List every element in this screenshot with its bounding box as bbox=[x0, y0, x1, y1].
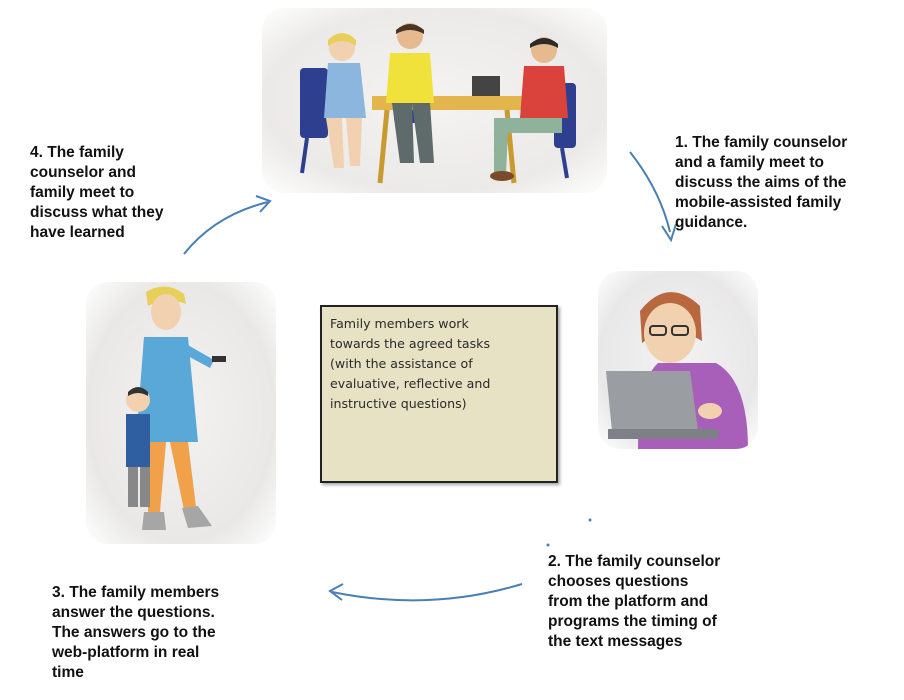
step-4-text: 4. The family counselor and family meet … bbox=[30, 144, 164, 241]
parent-child-phone-illustration bbox=[86, 282, 276, 544]
step-3-text: 3. The family members answer the questio… bbox=[52, 584, 220, 681]
stray-dot bbox=[588, 518, 592, 522]
meeting-table-illustration bbox=[262, 8, 607, 193]
center-task-text: Family members work towards the agreed t… bbox=[330, 316, 491, 411]
arrow-step1 bbox=[629, 151, 671, 233]
arrow-step2 bbox=[331, 583, 523, 602]
arrow-step4-head bbox=[255, 195, 272, 213]
arrow-step2-head bbox=[328, 583, 344, 601]
arrow-step1-head bbox=[661, 223, 677, 243]
step-1-text: 1. The family counselor and a family mee… bbox=[675, 134, 848, 231]
stray-dot bbox=[546, 543, 550, 547]
center-task-box: Family members work towards the agreed t… bbox=[320, 305, 558, 483]
step-2-text: 2. The family counselor chooses question… bbox=[548, 553, 721, 650]
counselor-laptop-illustration bbox=[598, 271, 758, 449]
arrow-step4 bbox=[183, 201, 269, 255]
